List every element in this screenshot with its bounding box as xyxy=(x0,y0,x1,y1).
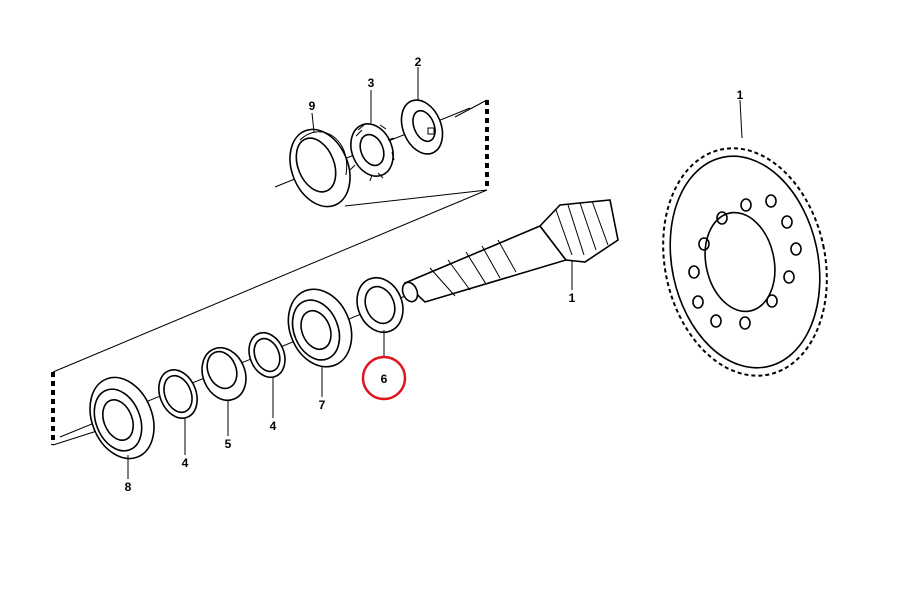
main-assembly-frame xyxy=(51,189,488,446)
part-1-pinion-shaft xyxy=(401,199,619,303)
callout-9: 9 xyxy=(309,99,316,113)
callout-4-left: 4 xyxy=(182,456,189,470)
part-7-bearing xyxy=(287,288,353,368)
callout-1-gear: 1 xyxy=(737,88,744,102)
callout-4-right: 4 xyxy=(270,419,277,433)
leader-lines xyxy=(127,67,743,479)
part-1-ring-gear xyxy=(662,147,828,377)
part-8-roller-bearing xyxy=(89,376,155,460)
callout-3: 3 xyxy=(368,76,375,90)
part-3-slotted-nut xyxy=(349,123,395,182)
callout-2: 2 xyxy=(415,55,422,69)
part-5-collar xyxy=(201,346,247,402)
part-6-shim xyxy=(356,276,404,334)
part-4-ring-left xyxy=(158,369,198,419)
highlight-circle xyxy=(361,355,407,401)
callout-6: 6 xyxy=(381,372,388,386)
upper-subassembly-frame xyxy=(344,99,489,207)
callout-7: 7 xyxy=(319,398,326,412)
part-4-ring-right xyxy=(248,331,286,379)
callout-8: 8 xyxy=(125,480,132,494)
part-2-tab-washer xyxy=(400,99,444,155)
callout-1-shaft: 1 xyxy=(569,291,576,305)
callout-5: 5 xyxy=(225,437,232,451)
part-9-bearing-cup xyxy=(289,128,351,208)
